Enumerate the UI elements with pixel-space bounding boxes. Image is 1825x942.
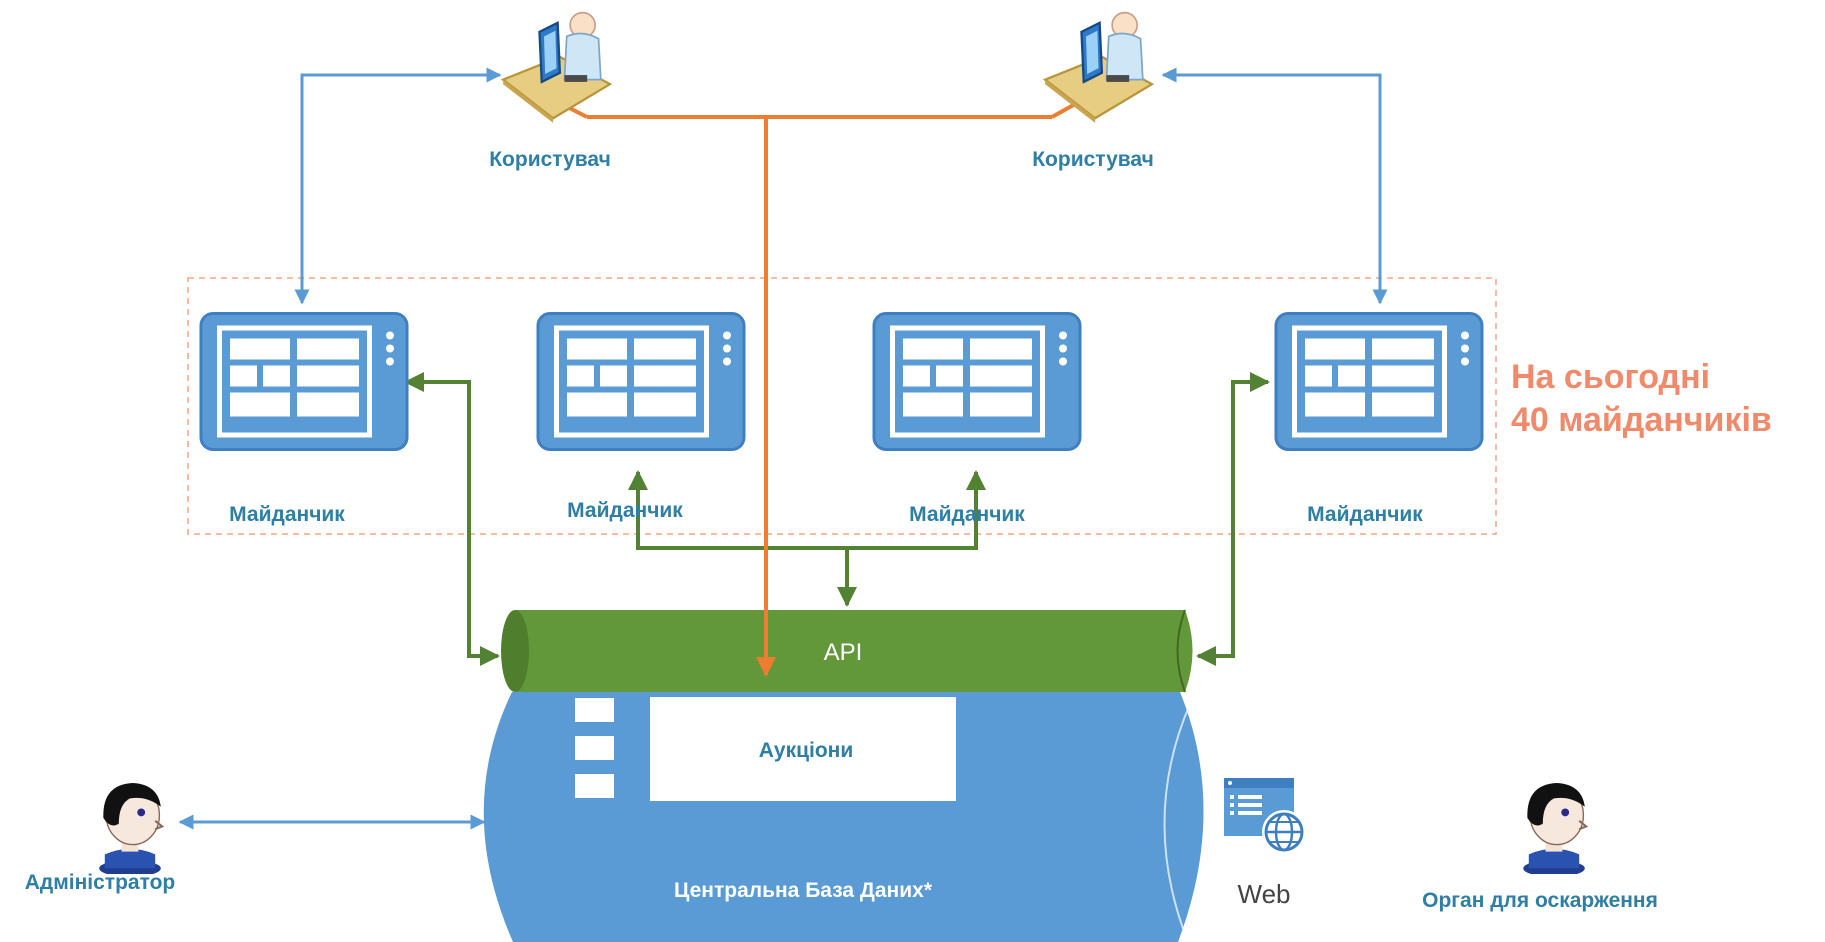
user-left-label: Користувач — [489, 148, 611, 171]
database-label: Центральна База Даних* — [674, 879, 933, 902]
appeal-body: Орган для оскарження — [1422, 781, 1658, 912]
user-right-label: Користувач — [1032, 148, 1154, 171]
tablet-app-icon — [536, 311, 746, 452]
platform-4-label: Майданчик — [1307, 503, 1423, 526]
person-head-icon — [1522, 781, 1588, 874]
web-label: Web — [1238, 879, 1291, 909]
green-connectors — [404, 372, 1270, 666]
auctions-module-label: Аукціони — [759, 739, 854, 762]
api-label: API — [824, 639, 863, 666]
web-globe-icon — [1222, 776, 1308, 856]
platform-count-line1: На сьогодні — [1511, 358, 1710, 396]
platform-1-label: Майданчик — [229, 503, 345, 526]
web-access: Web — [1222, 776, 1308, 909]
user-left: Користувач — [489, 11, 612, 171]
platform-2-label: Майданчик — [567, 499, 683, 522]
platform-1: Майданчик — [199, 311, 409, 526]
platform-3: Майданчик — [872, 311, 1082, 526]
administrator: Адміністратор — [25, 781, 176, 894]
administrator-label: Адміністратор — [25, 871, 176, 894]
tablet-app-icon — [1274, 311, 1484, 452]
platform-count-note: На сьогодні 40 майданчиків — [1511, 358, 1772, 439]
appeal-body-label: Орган для оскарження — [1422, 889, 1658, 912]
user-workstation-icon — [501, 11, 612, 124]
api-bus: API — [501, 609, 1193, 693]
platform-2: Майданчик — [536, 311, 746, 522]
blue-connectors — [178, 67, 1388, 830]
platform-count-line2: 40 майданчиків — [1511, 401, 1772, 439]
user-right: Користувач — [1032, 11, 1154, 171]
person-head-icon — [98, 781, 164, 874]
platforms-group-border — [187, 277, 1497, 535]
tablet-app-icon — [199, 311, 409, 452]
user-workstation-icon — [1043, 11, 1154, 124]
platform-3-label: Майданчик — [909, 503, 1025, 526]
database-modules-icon — [573, 696, 956, 801]
platform-4: Майданчик — [1274, 311, 1484, 526]
tablet-app-icon — [872, 311, 1082, 452]
central-database: Аукціони Центральна База Даних* — [483, 692, 1204, 942]
